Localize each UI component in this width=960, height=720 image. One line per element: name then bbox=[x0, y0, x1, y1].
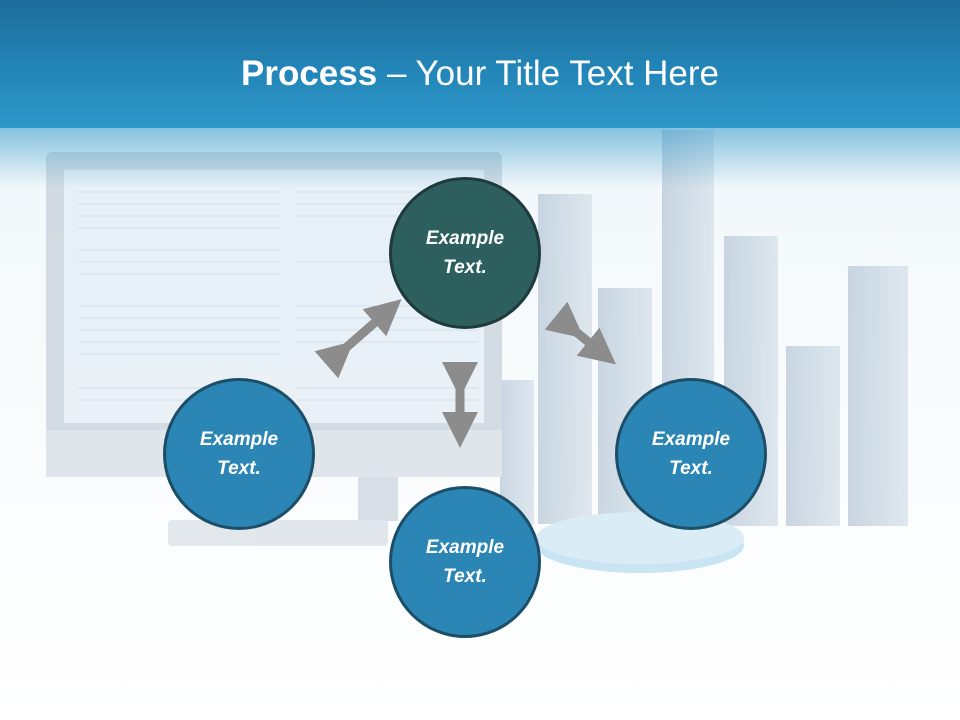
node-right-text: Example Text. bbox=[651, 429, 731, 479]
bg-bar bbox=[786, 346, 840, 526]
page-title: Process – Your Title Text Here bbox=[0, 52, 960, 96]
node-left-text: Example Text. bbox=[199, 429, 279, 479]
title-rest: – Your Title Text Here bbox=[377, 54, 719, 93]
node-bottom-text: Example Text. bbox=[425, 537, 505, 587]
node-right: Example Text. bbox=[615, 378, 767, 530]
arrow-top-left bbox=[314, 299, 402, 379]
bg-bar bbox=[848, 266, 908, 526]
arrow-top-right bbox=[544, 301, 616, 365]
title-bar bbox=[0, 0, 960, 128]
node-top: Example Text. bbox=[389, 177, 541, 329]
node-bottom: Example Text. bbox=[389, 486, 541, 638]
title-bold: Process bbox=[241, 54, 378, 93]
node-left: Example Text. bbox=[163, 378, 315, 530]
node-top-text: Example Text. bbox=[425, 228, 505, 278]
